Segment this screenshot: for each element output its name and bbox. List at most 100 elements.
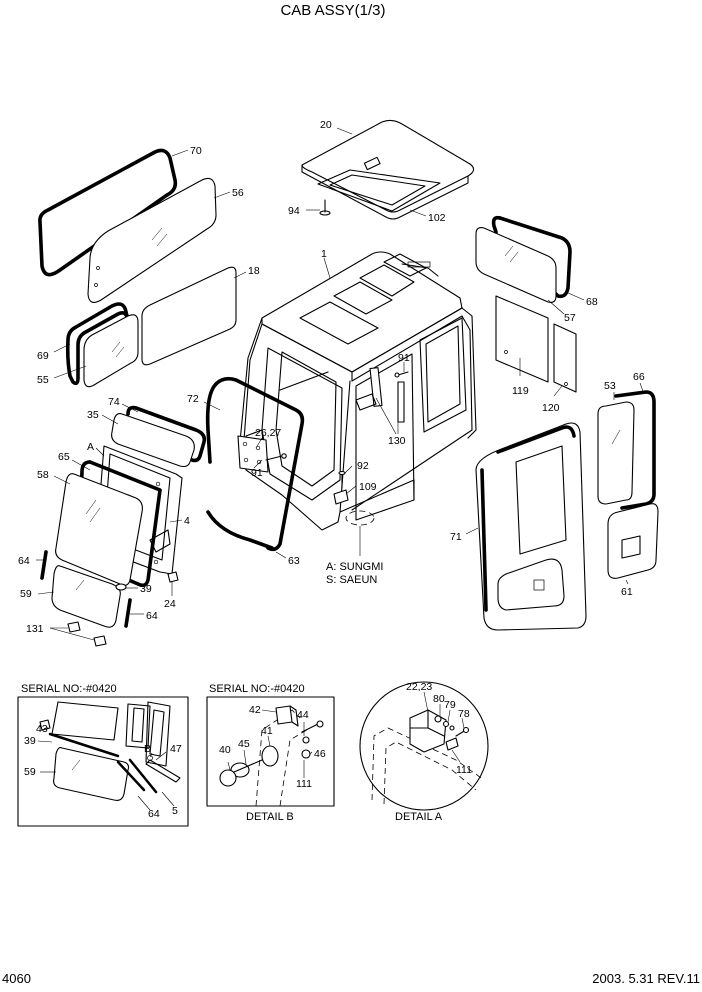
- callout-66: 66: [633, 371, 645, 383]
- inset-right-caption: DETAIL A: [395, 811, 443, 823]
- inset-right-frame: [359, 681, 489, 811]
- callout-1: 1: [321, 248, 327, 260]
- part-59-bottom-glass: [51, 565, 121, 628]
- part-91-screw-lower: [265, 453, 287, 461]
- part-120-side-panel: [553, 323, 577, 393]
- callout-63: 63: [288, 555, 300, 567]
- part-63-lower-seal: [206, 510, 274, 550]
- inset-left-callout-64: 64: [148, 808, 160, 820]
- callout-71: 71: [450, 531, 462, 543]
- callout-61: 61: [621, 586, 633, 598]
- callout-72: 72: [187, 393, 199, 405]
- part-57-side-glass: [475, 227, 557, 303]
- part-55-small-glass: [83, 314, 139, 388]
- inset-right-callout-79: 79: [444, 699, 456, 711]
- part-94-bolt: [319, 199, 331, 216]
- inset-left-callout-B: B: [144, 743, 151, 755]
- inset-left-callout-43: 43: [36, 723, 48, 735]
- part-68-side-window-seal: [491, 215, 572, 299]
- callout-39: 39: [140, 583, 152, 595]
- inset-center-callout-40: 40: [219, 744, 231, 756]
- callout-64-left: 64: [18, 555, 30, 567]
- part-18-side-panel: [141, 266, 237, 366]
- inset-center-callout-45: 45: [238, 738, 250, 750]
- callout-74: 74: [108, 396, 120, 408]
- callout-68: 68: [586, 296, 598, 308]
- callout-35: 35: [87, 409, 99, 421]
- callout-58: 58: [37, 469, 49, 481]
- revision-stamp: 2003. 5.31 REV.11: [592, 971, 700, 986]
- part-66-small-window-seal: [614, 390, 656, 510]
- callout-102: 102: [428, 212, 446, 224]
- part-131-clip-lower: [93, 635, 107, 647]
- part-1-cab-frame: [239, 251, 477, 531]
- part-131-clip-upper: [67, 621, 81, 633]
- inset-center-frame: [206, 696, 335, 807]
- callout-24: 24: [164, 598, 176, 610]
- callout-56: 56: [232, 187, 244, 199]
- part-92-bolt: [338, 470, 346, 489]
- part-69-small-window-seal: [65, 302, 130, 386]
- inset-center-detail-b: SERIAL NO:-#0420 42 44 41 45 40 46 111 D…: [206, 683, 335, 823]
- inset-center-callout-111: 111: [296, 778, 312, 790]
- part-65-window-seal: [78, 460, 162, 588]
- callout-131: 131: [26, 623, 44, 635]
- callout-65: 65: [58, 451, 70, 463]
- callout-57: 57: [564, 312, 576, 324]
- callout-91-upper: 91: [398, 352, 410, 364]
- inset-center-callout-41: 41: [261, 725, 273, 737]
- detail-a-marker-ellipse: [345, 510, 375, 526]
- callout-4: 4: [184, 515, 190, 527]
- inset-left-callout-47: 47: [170, 743, 182, 755]
- part-91-screw-upper: [394, 371, 409, 378]
- part-26-27-hinge-plate: [237, 435, 269, 473]
- inset-left-callout-59: 59: [24, 766, 36, 778]
- inset-left-serial-label: SERIAL NO:-#0420: [21, 683, 117, 695]
- main-callouts: 70 56 20 94 102 18 1 69 55 68 57 91 119 …: [18, 119, 645, 641]
- inset-center-callout-46: 46: [314, 748, 326, 760]
- inset-right-callout-22-23: 22,23: [406, 681, 432, 693]
- inset-left-callout-39: 39: [24, 735, 36, 747]
- callout-120: 120: [542, 402, 560, 414]
- callout-59: 59: [20, 588, 32, 600]
- part-39-rubber-pad: [115, 583, 127, 591]
- part-35-upper-glass: [111, 413, 195, 468]
- inset-right-callout-111: 111: [456, 764, 472, 776]
- inset-center-caption: DETAIL B: [246, 811, 294, 823]
- callout-26-27: 26,27: [255, 427, 281, 439]
- inset-center-callout-42: 42: [249, 704, 261, 716]
- callout-69: 69: [37, 350, 49, 362]
- part-24-stopper: [167, 571, 179, 583]
- callout-91-lower: 91: [251, 467, 263, 479]
- part-102-roof-liner: [317, 169, 441, 212]
- callout-A: A: [87, 441, 94, 453]
- page-number: 4060: [2, 971, 31, 986]
- inset-left-frame: [17, 696, 189, 827]
- part-64-strip-right: [124, 598, 132, 628]
- inset-center-serial-label: SERIAL NO:-#0420: [209, 683, 305, 695]
- callout-53: 53: [604, 380, 616, 392]
- part-119-side-panel: [495, 295, 549, 383]
- part-72-front-window-seal: [205, 376, 305, 552]
- part-64-strip-left: [40, 550, 48, 580]
- callout-55: 55: [37, 374, 49, 386]
- callout-109: 109: [359, 481, 377, 493]
- supplier-note-a: A: SUNGMI: [326, 561, 383, 573]
- inset-left-serial: SERIAL NO:-#0420 43 39 B 47 59 64 5: [17, 683, 189, 827]
- callout-64-right: 64: [146, 610, 158, 622]
- inset-right-callout-78: 78: [458, 708, 470, 720]
- callout-94: 94: [288, 205, 300, 217]
- part-74-upper-window-seal: [126, 405, 207, 463]
- callout-92: 92: [357, 460, 369, 472]
- callout-70: 70: [190, 145, 202, 157]
- inset-left-callout-5: 5: [172, 805, 178, 817]
- callout-20: 20: [320, 119, 332, 131]
- inset-right-detail-a: 22,23 80 79 78 111 DETAIL A: [359, 681, 489, 823]
- part-61-cover-panel: [607, 503, 659, 579]
- part-109-latch: [333, 489, 349, 505]
- part-71-door: [475, 422, 587, 631]
- callout-18: 18: [248, 265, 260, 277]
- part-53-small-glass: [597, 401, 635, 505]
- part-56-rear-glass: [87, 177, 217, 303]
